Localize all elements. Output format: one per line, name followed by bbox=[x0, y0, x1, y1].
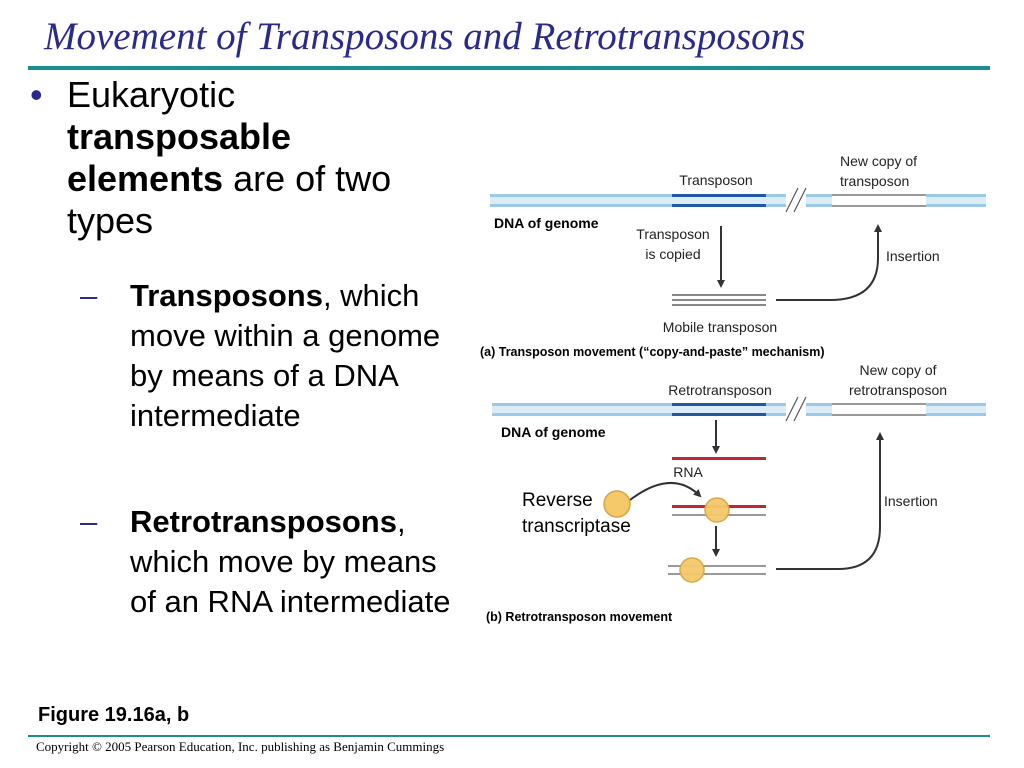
arrow-rt-binding bbox=[629, 482, 702, 501]
sub-bullet-dash: – bbox=[80, 278, 98, 313]
label-reverse: Reverse bbox=[522, 490, 593, 511]
reverse-transcriptase-enzyme bbox=[603, 490, 631, 518]
sub1-rest: , which move within a genome by means of… bbox=[130, 278, 441, 433]
arrow-insertion-a bbox=[776, 224, 882, 301]
label-new-copy-b1: New copy of bbox=[859, 362, 936, 378]
label-transposon: Transposon bbox=[679, 172, 752, 188]
title-divider bbox=[28, 66, 990, 70]
footer-divider bbox=[28, 735, 990, 737]
label-transcriptase: transcriptase bbox=[522, 516, 631, 537]
bullet-main-text: Eukaryotic transposable elements are of … bbox=[67, 74, 447, 242]
bullet-main-bold: transposable elements bbox=[67, 116, 292, 199]
label-mobile-transposon: Mobile transposon bbox=[663, 319, 777, 335]
bullet-main-suffix: are of two types bbox=[67, 158, 392, 241]
label-retrotransposon: Retrotransposon bbox=[668, 382, 772, 398]
label-copied-1: Transposon bbox=[636, 226, 709, 242]
label-insertion-b: Insertion bbox=[884, 493, 938, 509]
label-new-copy-b2: retrotransposon bbox=[849, 382, 947, 398]
genome-dna-b bbox=[492, 396, 986, 422]
label-new-copy-a1: New copy of bbox=[840, 153, 917, 169]
genome-dna-a bbox=[490, 187, 986, 213]
label-copied-2: is copied bbox=[645, 246, 700, 262]
caption-b: (b) Retrotransposon movement bbox=[486, 610, 673, 624]
label-dna-of-genome-b: DNA of genome bbox=[501, 424, 606, 440]
mobile-transposon-a bbox=[672, 294, 766, 306]
sub-bullet-dash: – bbox=[80, 504, 98, 539]
figure-label: Figure 19.16a, b bbox=[38, 704, 190, 726]
sub-bullet-text: Retrotransposons, which move by means of… bbox=[130, 502, 470, 622]
bullet-dot: • bbox=[30, 74, 43, 115]
sub2-bold: Retrotransposons bbox=[130, 504, 397, 539]
bullet-main-prefix: Eukaryotic bbox=[67, 74, 236, 115]
label-dna-of-genome-a: DNA of genome bbox=[494, 215, 599, 231]
rna-dna-hybrid bbox=[672, 497, 766, 523]
rna-strand bbox=[672, 457, 766, 460]
label-new-copy-a2: transposon bbox=[840, 173, 909, 189]
transposon-diagram: Transposon New copy of transposon DNA of… bbox=[480, 153, 986, 624]
double-stranded-cdna bbox=[668, 557, 766, 583]
sub1-bold: Transposons bbox=[130, 278, 323, 313]
label-insertion-a: Insertion bbox=[886, 248, 940, 264]
copyright-notice: Copyright © 2005 Pearson Education, Inc.… bbox=[36, 739, 445, 754]
slide-title: Movement of Transposons and Retrotranspo… bbox=[44, 15, 806, 58]
arrow-insertion-b bbox=[776, 432, 884, 570]
label-rna: RNA bbox=[673, 464, 703, 480]
sub-bullet-text: Transposons, which move within a genome … bbox=[130, 276, 470, 436]
caption-a: (a) Transposon movement (“copy-and-paste… bbox=[480, 345, 825, 359]
sub2-rest: , which move by means of an RNA intermed… bbox=[130, 504, 451, 619]
